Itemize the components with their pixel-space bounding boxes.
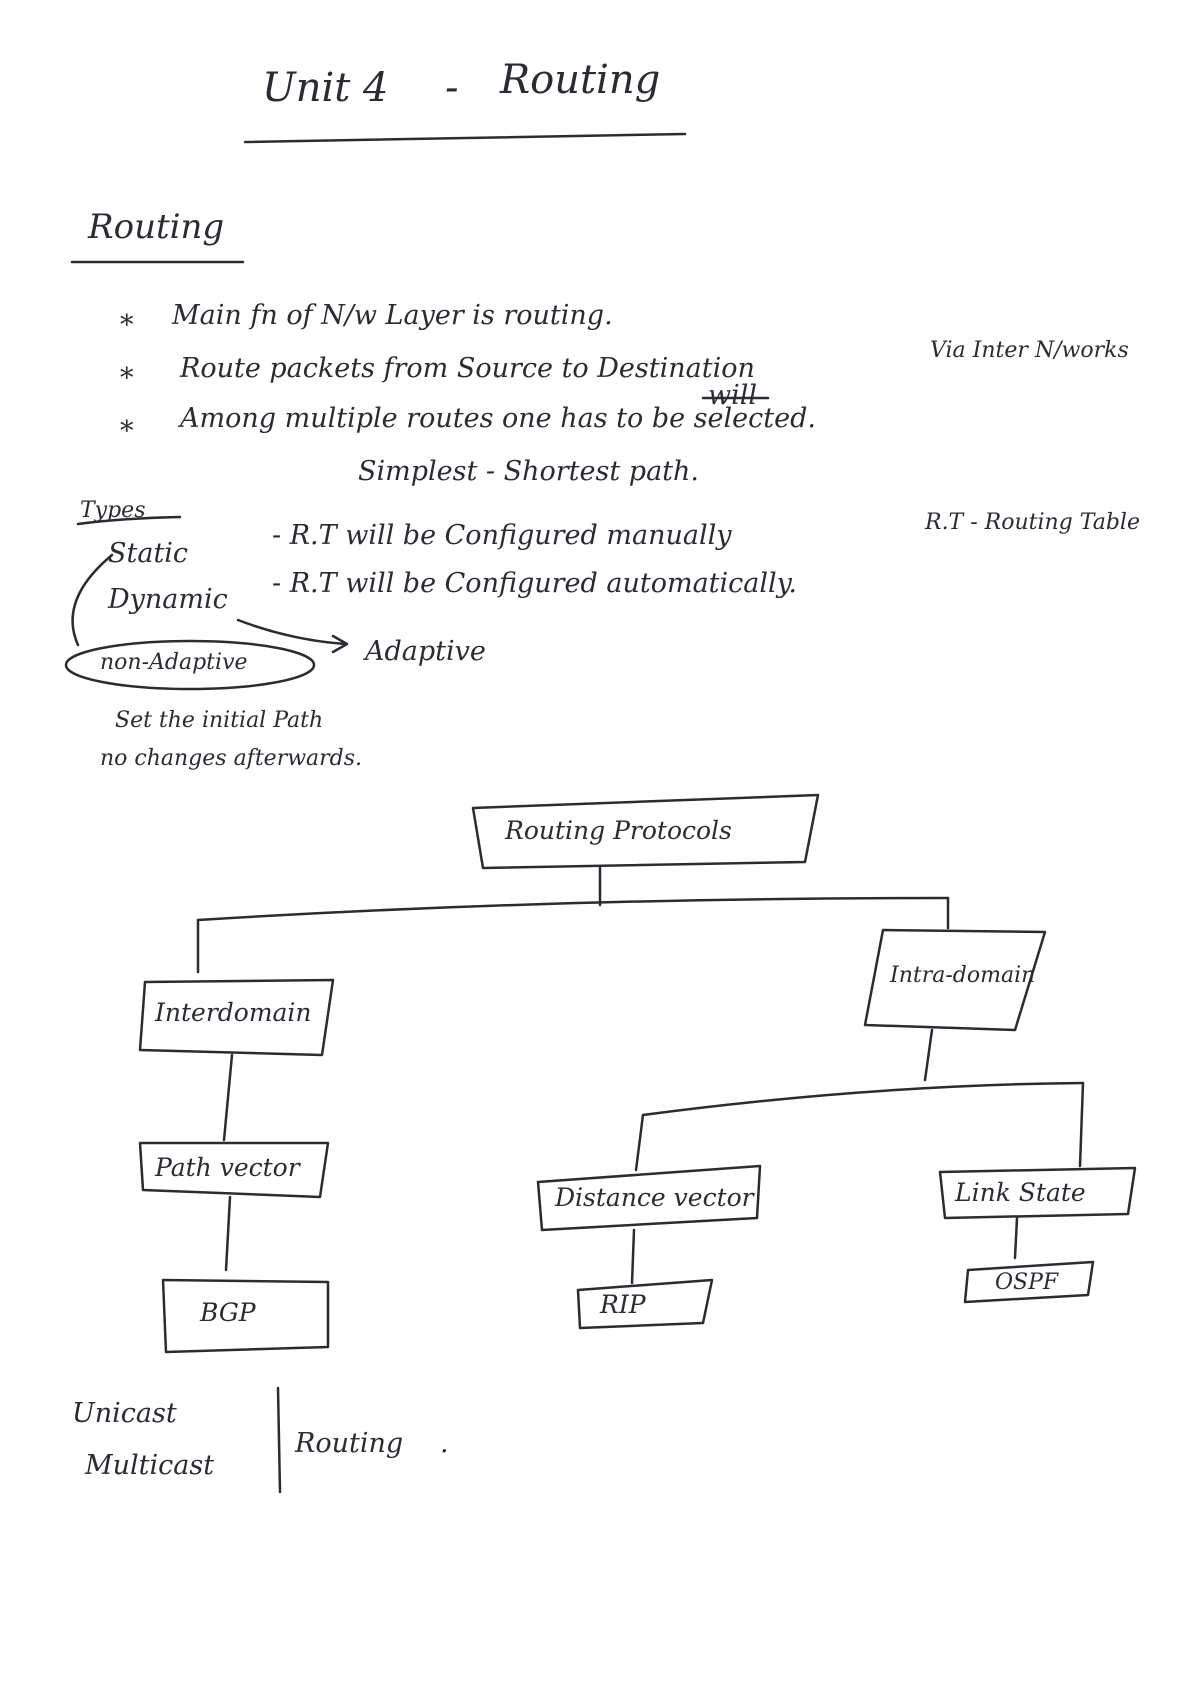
tree-intradomain-label: Intra-domain <box>890 963 1036 988</box>
footer-routing: Routing <box>295 1428 404 1459</box>
distancevector-box <box>536 1164 762 1232</box>
linkstate-drop <box>1078 1081 1085 1168</box>
pathvector-box <box>138 1141 330 1199</box>
footer-dot: . <box>440 1428 449 1459</box>
types-underline <box>76 515 182 526</box>
non-adaptive-note-2: no changes afterwards. <box>100 746 363 771</box>
level1-crossbar <box>196 896 950 922</box>
non-adaptive-label: non-Adaptive <box>100 650 248 675</box>
bullet-text-1: Main fn of N/w Layer is routing. <box>172 300 613 331</box>
intradomain-connector <box>923 1028 934 1082</box>
adaptive-arrow <box>236 618 347 646</box>
ospf-box <box>963 1260 1095 1304</box>
pathvector-to-bgp <box>224 1195 232 1272</box>
tree-bgp-label: BGP <box>200 1298 256 1327</box>
types-bracket <box>71 553 114 647</box>
rt-note: R.T - Routing Table <box>925 510 1140 535</box>
bgp-box <box>161 1278 330 1354</box>
non-adaptive-ellipse <box>64 639 316 691</box>
bullet-text-3: Among multiple routes one has to be sele… <box>180 403 816 434</box>
static-desc: - R.T will be Configured manually <box>272 520 732 551</box>
title-dash: - <box>445 65 459 111</box>
dynamic-desc: - R.T will be Configured automatically. <box>272 568 797 599</box>
level2-crossbar <box>641 1081 1085 1117</box>
title-topic: Routing <box>500 57 661 103</box>
dynamic-name: Dynamic <box>108 584 228 615</box>
tree-interdomain-label: Interdomain <box>155 998 312 1027</box>
root-box <box>471 793 820 870</box>
title-underline <box>243 132 687 144</box>
tree-linkstate-label: Link State <box>955 1178 1086 1207</box>
non-adaptive-note-1: Set the initial Path <box>115 708 324 733</box>
distance-drop <box>634 1113 645 1172</box>
title-unit: Unit 4 <box>262 65 389 111</box>
tree-rip-label: RIP <box>600 1290 646 1319</box>
struck-word: will <box>708 380 758 411</box>
linkstate-to-ospf <box>1013 1216 1019 1260</box>
distancevector-to-rip <box>630 1228 636 1285</box>
bullet-marker-3: * <box>120 416 134 447</box>
adaptive-label: Adaptive <box>365 636 486 667</box>
footer-multicast: Multicast <box>85 1450 215 1481</box>
types-heading: Types <box>80 498 146 523</box>
bullet-side-note: Via Inter N/works <box>930 338 1129 363</box>
footer-unicast: Unicast <box>72 1398 177 1429</box>
interdomain-box <box>138 978 335 1057</box>
tree-root-label: Routing Protocols <box>505 816 732 845</box>
bullet-marker-1: * <box>120 310 134 341</box>
simplest-line: Simplest - Shortest path. <box>358 456 699 487</box>
bullet-text-2: Route packets from Source to Destination <box>180 353 755 384</box>
footer-divider <box>276 1386 282 1494</box>
intradomain-box <box>863 928 1047 1032</box>
bullet-marker-2: * <box>120 363 134 394</box>
tree-pathvector-label: Path vector <box>155 1153 300 1182</box>
linkstate-box <box>938 1166 1137 1220</box>
tree-distancevector-label: Distance vector <box>555 1183 754 1212</box>
section-heading: Routing <box>88 207 225 247</box>
interdomain-to-pathvector <box>222 1053 234 1142</box>
tree-ospf-label: OSPF <box>995 1270 1059 1295</box>
adaptive-arrow-head <box>331 634 349 654</box>
static-name: Static <box>108 538 189 569</box>
rip-box <box>576 1278 714 1330</box>
